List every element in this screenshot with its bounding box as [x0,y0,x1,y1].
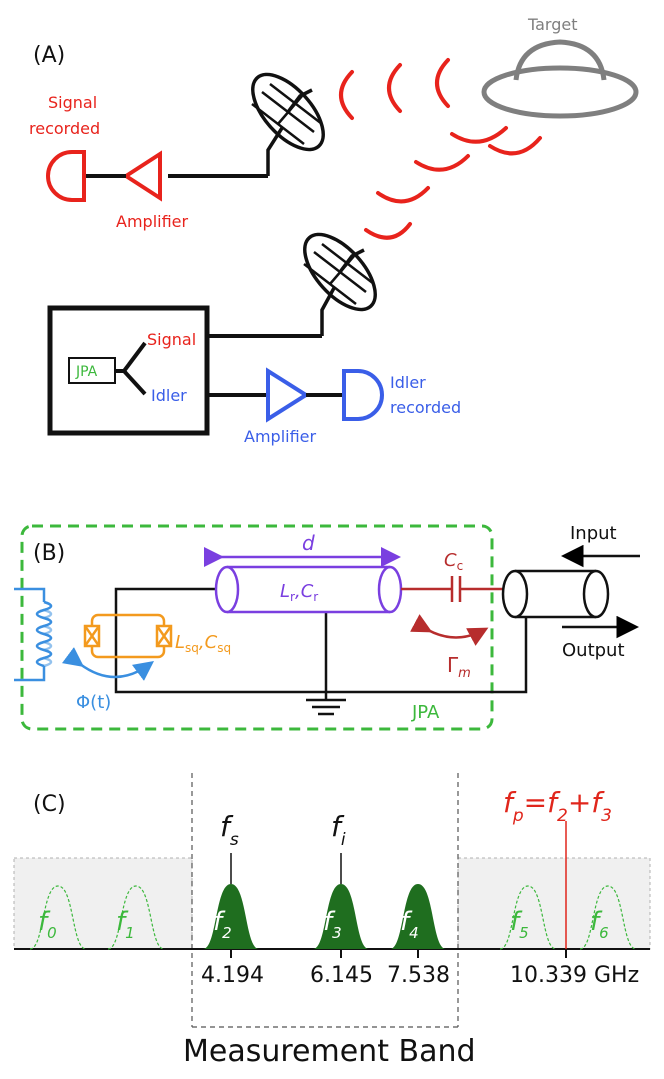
svg-text:Cc: Cc [444,550,463,573]
jpa-box-tag: JPA [411,702,440,723]
mode-f4-sub: 4 [409,924,419,942]
amplifier-bottom-label: Amplifier [244,427,317,446]
axis-ticks [230,949,567,958]
transmit-dish-icon [303,232,377,336]
svg-text:Γm: Γm [447,653,471,681]
svg-text:Lr,Cr: Lr,Cr [280,581,318,604]
line-L-sub: r [290,590,295,604]
ground-icon [306,698,346,716]
line-label: Lr,Cr [280,581,318,604]
line-sep: , [295,581,301,602]
line-C: C [301,581,314,602]
freq-label-f4: 7.538 [387,963,450,988]
squid-sep: , [199,632,205,653]
jpa-box-label: JPA [75,364,98,380]
cap-label: Cc [444,550,463,573]
flux-label: Φ(t) [76,692,111,713]
target-label: Target [527,15,578,34]
fi-label: fi [331,810,346,850]
panel-a: (A) Target Signal recorded Amplifier [29,15,639,446]
panel-c-label: (C) [33,792,66,817]
line-L: L [280,581,290,602]
signal-recorded-label-1: Signal [48,93,97,112]
mode-f3-sub: 3 [332,924,342,942]
gamma-symbol: Γ [447,653,459,677]
coupling-capacitor-icon [401,576,510,602]
cap-C-sub: c [457,559,464,573]
splitter [115,341,147,396]
panel-b-label: (B) [33,541,65,566]
gamma-label: Γm [447,653,471,681]
output-label: Output [562,640,625,661]
pump-label: fp=f2+f3 [503,786,612,826]
signal-detector-icon [46,150,86,202]
gamma-arrow [410,614,489,646]
target-icon [481,39,639,119]
idler-detector-icon [342,369,384,421]
measurement-band-label: Measurement Band [183,1034,476,1069]
return-waves [339,58,450,120]
length-label: d [302,531,315,555]
mode-f2: f2 [203,884,259,949]
panel-b: (B) JPA Φ(t) [14,523,640,731]
panel-a-label: (A) [33,43,65,68]
pump-eq: = [524,786,547,819]
fs-label: fs [220,810,239,850]
left-shade [13,857,193,950]
right-shade [457,857,651,950]
gamma-sub: m [458,666,471,681]
mode-f3: f3 [313,884,369,949]
signal-port-label: Signal [147,330,196,349]
squid-L: L [175,632,185,653]
mode-f1-sub: 1 [125,924,135,942]
pump-p: p [512,806,524,826]
pump-3: 3 [601,806,612,826]
freq-label-f2: 4.194 [201,963,264,988]
input-label: Input [570,523,617,544]
amplifier-top-icon [122,150,162,202]
pump-plus: + [568,786,591,819]
mode-f5-sub: 5 [519,924,529,942]
fs-sub: s [230,830,239,850]
line-C-sub: r [313,590,318,604]
mode-f0-sub: 0 [47,924,57,942]
squid-L-sub: sq [185,641,199,655]
probe-waves [364,126,542,240]
squid-C: C [205,632,218,653]
freq-label-f3: 6.145 [310,963,373,988]
panel-c: (C) f0 f1 f2 f3 [13,773,651,1069]
receive-dish-icon [251,72,325,176]
idler-recorded-label-2: recorded [390,398,461,417]
flux-arrow [61,647,155,681]
idler-port-label: Idler [151,386,187,405]
idler-recorded-label-1: Idler [390,373,426,392]
flux-label-text: Φ(t) [76,692,111,713]
cap-C: C [444,550,457,571]
coax-port-icon [501,569,610,619]
amplifier-bottom-icon [266,367,310,423]
mode-f6-sub: 6 [599,924,609,942]
squid-icon [83,613,173,659]
pump-2: 2 [557,806,568,826]
amplifier-top-label: Amplifier [116,212,189,231]
squid-C-sub: sq [217,641,231,655]
squid-label: Lsq,Csq [175,632,231,655]
jpa-dashed-box [20,524,494,731]
fi-sub: i [341,830,346,850]
mode-f4: f4 [390,884,446,949]
mode-f2-sub: 2 [222,924,232,942]
signal-recorded-label-2: recorded [29,119,100,138]
svg-text:Lsq,Csq: Lsq,Csq [175,632,231,655]
flux-coil-icon [14,587,53,682]
freq-label-pump: 10.339 GHz [510,963,639,988]
